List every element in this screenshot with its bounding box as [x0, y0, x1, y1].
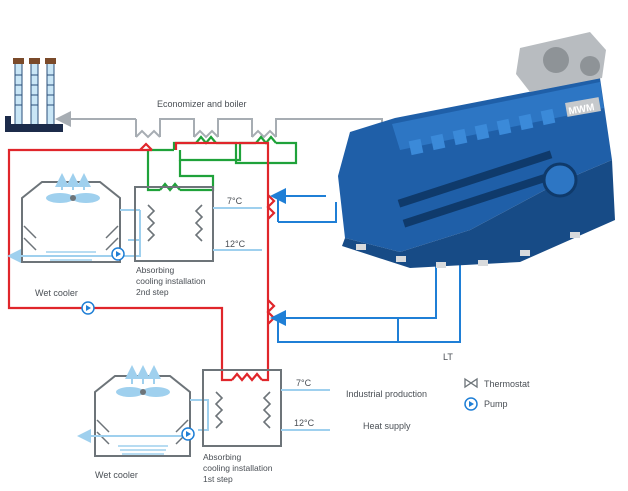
pump-icon: [81, 301, 95, 315]
green-loop: [146, 135, 298, 192]
thermostat-icon: [464, 377, 478, 389]
wet-cooler-upper-label: Wet cooler: [35, 288, 78, 298]
temp-7-lower: 7°C: [296, 378, 312, 388]
absorbing-2nd-line1: Absorbing: [136, 265, 175, 275]
heat-supply-label: Heat supply: [363, 421, 411, 431]
wet-cooler-lower: [94, 365, 191, 457]
fan-icon: [116, 387, 170, 397]
absorbing-2nd-line3: 2nd step: [136, 287, 169, 297]
wet-cooler-lower-label: Wet cooler: [95, 470, 138, 480]
exhaust-line: [55, 111, 383, 139]
pump-icon: [181, 427, 195, 441]
pump-icon: [111, 247, 125, 261]
absorber-2nd-step: [134, 186, 262, 262]
legend-pump: Pump: [484, 399, 508, 409]
legend-thermostat: Thermostat: [484, 379, 530, 389]
absorbing-1st-line2: cooling installation: [203, 463, 273, 473]
fan-icon: [46, 193, 100, 203]
economizer-label: Economizer and boiler: [157, 99, 247, 109]
absorber-1st-step: [202, 369, 330, 447]
chimney-icon: [5, 58, 63, 132]
temp-7-upper: 7°C: [227, 196, 243, 206]
absorbing-2nd-line2: cooling installation: [136, 276, 206, 286]
engine-brand: MWM: [568, 102, 596, 117]
industrial-production-label: Industrial production: [346, 389, 427, 399]
engine-image: MWM: [338, 32, 615, 268]
lt-label: LT: [443, 352, 453, 362]
temp-12-lower: 12°C: [294, 418, 315, 428]
wet-cooler-upper: [21, 173, 121, 263]
temp-12-upper: 12°C: [225, 239, 246, 249]
lt-loop: [270, 188, 461, 343]
absorbing-1st-line3: 1st step: [203, 474, 233, 484]
hot-water-loop: [7, 141, 276, 382]
absorbing-1st-line1: Absorbing: [203, 452, 242, 462]
pump-icon: [464, 397, 478, 411]
cold-water-line-upper: [7, 209, 141, 263]
